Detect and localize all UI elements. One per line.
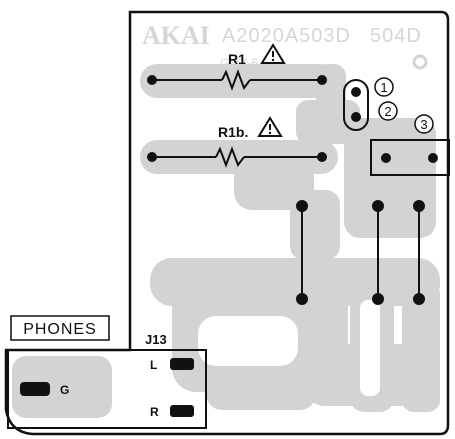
- svg-text:1: 1: [380, 80, 387, 95]
- pads-3: [370, 139, 450, 176]
- jack-pin-l: L: [150, 358, 157, 372]
- brand-text: AKAI: [142, 21, 210, 50]
- circled-number-2: 2: [378, 101, 398, 121]
- variant-text: 504D: [370, 25, 422, 47]
- resistor-r1b-label: R1b.: [218, 124, 248, 140]
- jack-pin-r: R: [150, 405, 159, 419]
- svg-text:2: 2: [384, 104, 391, 119]
- svg-text:3: 3: [420, 117, 427, 132]
- pads-1-2: [343, 79, 369, 131]
- circled-number-3: 3: [414, 114, 434, 134]
- circled-number-1: 1: [374, 77, 394, 97]
- part-number-text: A2020A503D: [222, 25, 351, 47]
- phones-label: PHONES: [23, 321, 97, 338]
- resistor-r1-label: R1: [228, 51, 246, 67]
- warning-icon: [257, 116, 283, 137]
- resistor-r1b: R1b.: [147, 116, 327, 168]
- faint-code-text: GMX-6: [220, 56, 258, 70]
- jack-pin-g: G: [60, 383, 69, 397]
- copper-gaps: [198, 54, 428, 396]
- phones-label-box: PHONES: [10, 315, 110, 341]
- warning-icon: [260, 43, 286, 64]
- jack-j13: J13 L R G: [7, 332, 207, 429]
- jack-label: J13: [145, 332, 167, 347]
- jumper-wires: [296, 200, 425, 305]
- resistor-r1: R1: [147, 43, 327, 91]
